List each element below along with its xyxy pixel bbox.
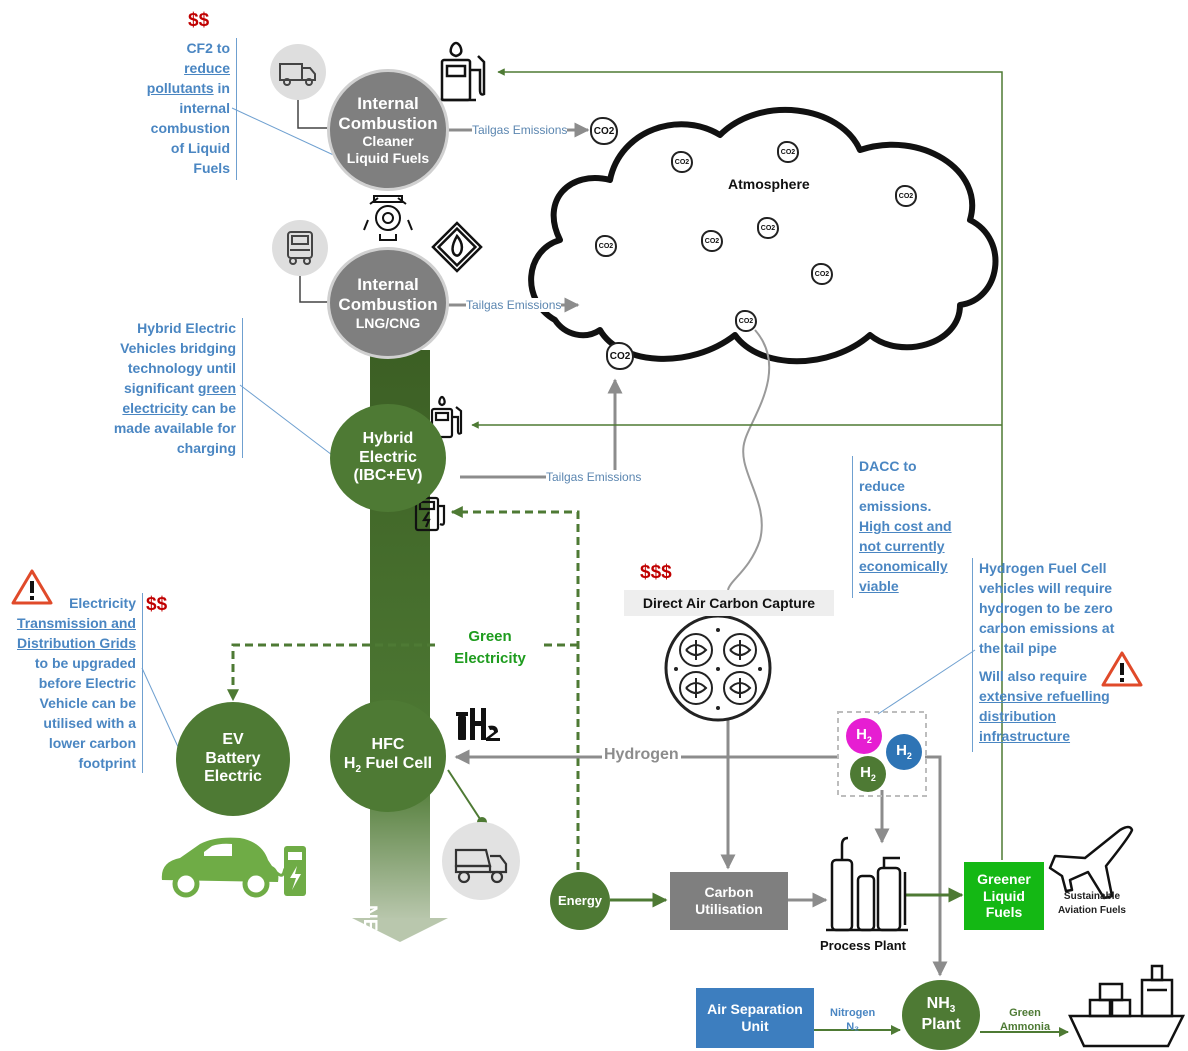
co2-bubble-icon: CO2 <box>777 141 799 163</box>
h2-molecule: H2 <box>886 734 922 770</box>
h2-to-nh3 <box>925 755 948 977</box>
hydrogen-label: Hydrogen <box>602 746 681 764</box>
co2-bubble-icon: CO2 <box>671 151 693 173</box>
fuel-pump-icon <box>438 41 486 102</box>
dacc-label: Direct Air Carbon Capture <box>624 590 834 616</box>
ev-charger-icon <box>414 496 446 532</box>
cost-tag-grids: $$ <box>146 594 168 615</box>
box-air-separation-unit: Air Separation Unit <box>696 988 814 1048</box>
process-plant-label: Process Plant <box>820 938 906 953</box>
process-plant-icon <box>826 836 908 932</box>
hybrid-note: Hybrid Electric Vehicles bridging techno… <box>88 318 243 458</box>
warning-icon <box>1101 651 1143 687</box>
h2-molecule: H2 <box>846 718 882 754</box>
semi-truck-icon <box>272 220 328 276</box>
green-electricity-line-ev <box>227 643 578 702</box>
flammable-hazard-icon <box>431 221 483 273</box>
nitrogen-label: Nitrogen N₂ <box>830 1007 876 1033</box>
tailgas-label-2: Tailgas Emissions <box>466 298 562 312</box>
cost-tag-cf2: $$ <box>188 10 210 31</box>
dacc-unit <box>664 614 772 722</box>
h2-storage-box <box>837 711 927 797</box>
tailgas-label-1: Tailgas Emissions <box>472 123 568 137</box>
co2-bubble-icon: CO2 <box>757 217 779 239</box>
node-energy: Energy <box>550 872 610 930</box>
node-ice-cleaner-liquid-fuels: Internal Combustion Cleaner Liquid Fuels <box>330 72 446 188</box>
fuel-supply-line-ice <box>497 68 1003 860</box>
dump-truck-icon <box>442 822 520 900</box>
hfc-note-leader <box>877 649 976 715</box>
green-electricity-label: Green Electricity <box>440 626 540 670</box>
box-carbon-utilisation: Carbon Utilisation <box>670 872 788 930</box>
co2-bubble-icon: CO2 <box>735 310 757 332</box>
cost-tag-dacc: $$$ <box>640 562 672 583</box>
engine-icon <box>363 195 413 241</box>
hfc-truck-connector <box>447 769 483 823</box>
dacc-note: DACC to reduce emissions. High cost and … <box>852 456 969 598</box>
tailgas-arrow-3 <box>460 378 623 479</box>
atmosphere-label: Atmosphere <box>728 176 810 192</box>
node-hybrid-electric: Hybrid Electric (IBC+EV) <box>330 404 446 512</box>
electric-car-icon <box>161 837 306 898</box>
cf2-note: CF2 to reduce pollutants in internal com… <box>120 38 237 180</box>
hfc-note: Hydrogen Fuel Cell vehicles will require… <box>972 558 1149 752</box>
node-ev-battery-electric: EV Battery Electric <box>176 702 290 816</box>
node-nh3-plant: NH3 Plant <box>902 980 980 1050</box>
box-greener-liquid-fuels: Greener Liquid Fuels <box>964 862 1044 930</box>
co2-bubble-icon: CO2 <box>701 230 723 252</box>
ship-icon <box>1068 964 1186 1048</box>
node-hfc-fuel-cell: HFC H2 Fuel Cell <box>330 700 446 812</box>
truck-connector-2 <box>299 270 335 303</box>
dacc-intake-line <box>727 329 771 591</box>
co2-bubble-icon: CO2 <box>606 342 634 370</box>
warning-icon <box>11 569 53 605</box>
co2-bubble-icon: CO2 <box>595 235 617 257</box>
co2-bubble-icon: CO2 <box>895 185 917 207</box>
truck-connector-1 <box>297 95 335 129</box>
green-ammonia-label: Green Ammonia <box>999 1007 1051 1033</box>
grids-note: Electricity Transmission and Distributio… <box>2 593 143 773</box>
tailgas-label-3: Tailgas Emissions <box>546 470 642 484</box>
green-electricity-line-hybrid <box>450 506 580 870</box>
saf-label: Sustainable Aviation Fuels <box>1058 891 1126 916</box>
hybrid-leader <box>239 384 337 459</box>
h2-molecule: H2 <box>850 756 886 792</box>
airplane-icon <box>1048 825 1134 900</box>
cf2-leader <box>231 107 341 159</box>
co2-bubble-icon: CO2 <box>811 263 833 285</box>
node-ice-lng-cng: Internal Combustion LNG/CNG <box>330 250 446 356</box>
co2-bubble-icon: CO2 <box>590 117 618 145</box>
hydrogen-pump-icon <box>456 708 500 741</box>
net-zero-label: NET ZERO <box>359 905 380 1002</box>
delivery-truck-icon <box>270 44 326 100</box>
